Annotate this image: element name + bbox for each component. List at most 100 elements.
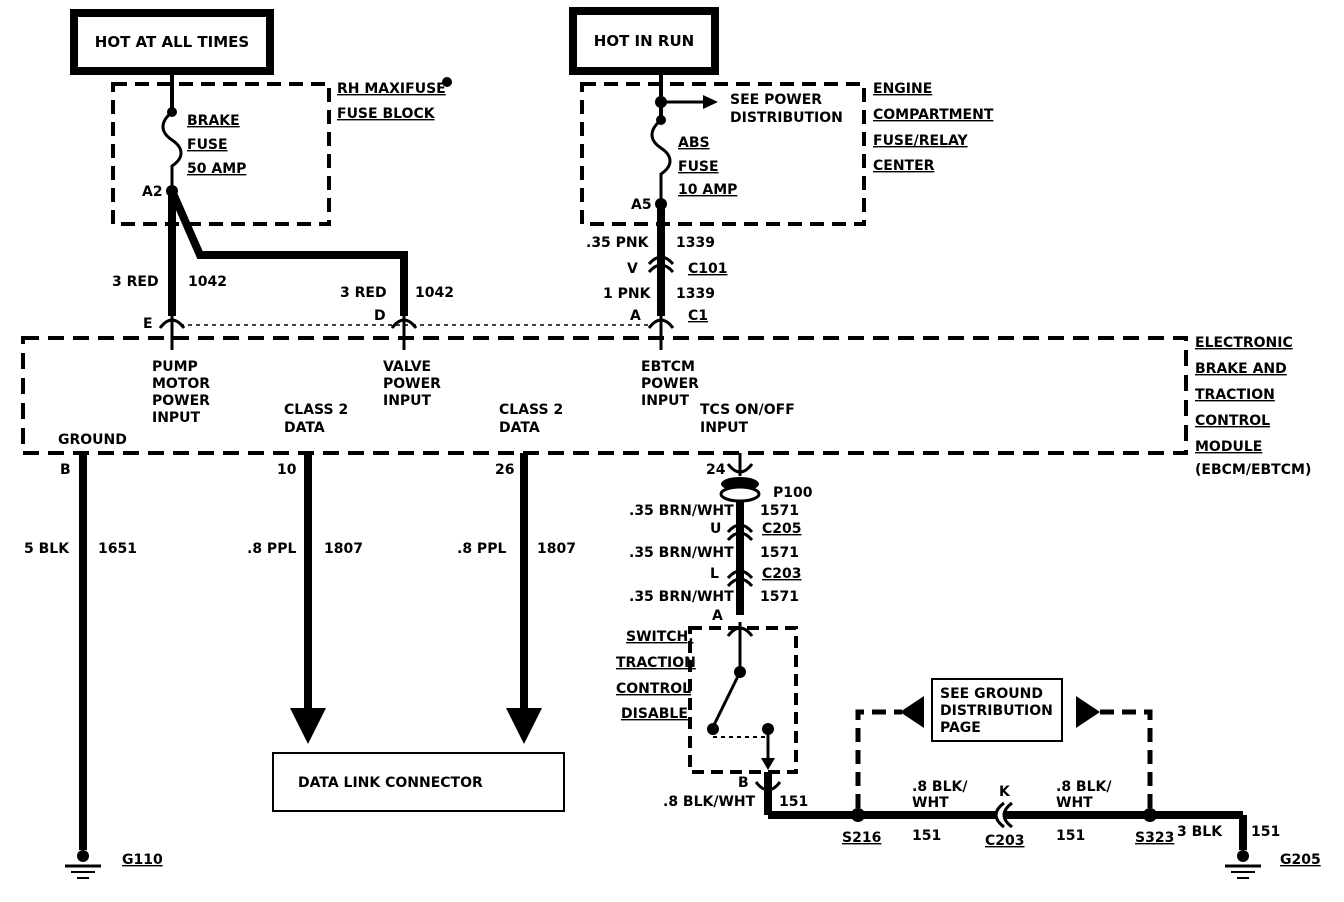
switch-blade [711, 671, 742, 728]
switch-label-2: TRACTION [616, 655, 696, 671]
wire-1571c-circuit: 1571 [760, 589, 799, 605]
arrow-down-icon [506, 708, 542, 744]
valve-label-2: POWER [383, 376, 441, 392]
abs-fuse-label-3: 10 AMP [678, 182, 737, 198]
module-name-1: ELECTRONIC [1195, 335, 1293, 351]
valve-label-1: VALVE [383, 359, 431, 375]
tcs-label-2: INPUT [700, 420, 749, 436]
wire-1651-circuit: 1651 [98, 541, 137, 557]
c203-k-pin-label: K [999, 784, 1011, 800]
ebtcm-label-2: POWER [641, 376, 699, 392]
wire-1042-left-gauge: 3 RED [112, 274, 159, 290]
splice-s216 [851, 808, 865, 822]
hot-in-run-box [569, 7, 719, 75]
pump-label-3: POWER [152, 393, 210, 409]
wire-151c-gauge-1: .8 BLK/ [1056, 779, 1112, 795]
brake-fuse-label-1: BRAKE [187, 113, 240, 129]
wire-151a-gauge: .8 BLK/WHT [663, 794, 756, 810]
ground-dist-label-1: SEE GROUND [940, 686, 1043, 702]
switch-pin-b-label: B [738, 775, 749, 791]
switch-label-3: CONTROL [616, 681, 691, 697]
module-name-6: (EBCM/EBTCM) [1195, 462, 1311, 478]
ground-g110-label: G110 [122, 852, 163, 868]
ground-g205-icon [1225, 850, 1261, 879]
switch-label-4: DISABLE [621, 706, 688, 722]
wire-1339-top-circuit: 1339 [676, 235, 715, 251]
center-label: CENTER [873, 158, 935, 174]
wire-1571a-circuit: 1571 [760, 503, 799, 519]
ground-g110-icon [65, 850, 101, 879]
wire-1571b-circuit: 1571 [760, 545, 799, 561]
wire-151c-circuit: 151 [1056, 828, 1085, 844]
wire-1339-bottom-gauge: 1 PNK [603, 286, 652, 302]
brake-fuse-symbol [161, 110, 183, 190]
pump-label-4: INPUT [152, 410, 201, 426]
ebtcm-label-1: EBTCM [641, 359, 695, 375]
wire-151b-gauge-1: .8 BLK/ [912, 779, 968, 795]
hot-in-run-label: HOT IN RUN [594, 32, 694, 50]
module-name-5: MODULE [1195, 439, 1262, 455]
ebcm-module-box [21, 336, 1188, 455]
wire-1807b-circuit: 1807 [537, 541, 576, 557]
switch-pin-b-connector [754, 772, 782, 815]
engine-fuse-relay-center [580, 82, 866, 226]
wire-1042-left-circuit: 1042 [188, 274, 227, 290]
tcs-label-1: TCS ON/OFF [700, 402, 795, 418]
ground-dist-path-right [1100, 709, 1153, 808]
rh-maxifuse-block [111, 82, 331, 226]
class2b-label-2: DATA [499, 420, 540, 436]
wire-151b-gauge-2: WHT [912, 795, 949, 811]
c203-connector [726, 569, 754, 580]
module-name-4: CONTROL [1195, 413, 1270, 429]
p100-label: P100 [773, 485, 813, 501]
pin-b-label: B [60, 462, 71, 478]
arrow-left-icon [900, 696, 924, 728]
compartment-label: COMPARTMENT [873, 107, 994, 123]
c101-label: C101 [688, 261, 728, 277]
c203-label: C203 [762, 566, 802, 582]
c205-label: C205 [762, 521, 802, 537]
wire-1042-valve [168, 189, 408, 316]
module-name-3: TRACTION [1195, 387, 1275, 403]
wire-151d-gauge: 3 BLK [1177, 824, 1223, 840]
p100-connector-icon [719, 477, 761, 503]
wire-1571a-gauge: .35 BRN/WHT [629, 503, 734, 519]
terminal-a5-label: A5 [631, 197, 652, 213]
pin-d-label: D [374, 308, 386, 324]
module-name-2: BRAKE AND [1195, 361, 1287, 377]
switch-label-1: SWITCH, [626, 629, 694, 645]
wire-1807b-gauge: .8 PPL [457, 541, 506, 557]
ground-dist-label-2: DISTRIBUTION [940, 703, 1053, 719]
c101-connector-top [647, 263, 675, 274]
rh-maxifuse-label: RH MAXIFUSE [337, 81, 446, 97]
pin-24-connector [726, 453, 754, 476]
hot-dot [442, 77, 452, 87]
arrow-down-icon [290, 708, 326, 744]
c203-k-label: C203 [985, 833, 1025, 849]
ground-label: GROUND [58, 432, 127, 448]
wire-1571b-gauge: .35 BRN/WHT [629, 545, 734, 561]
pin-26-label: 26 [495, 462, 514, 478]
arrow-down-icon [761, 758, 775, 770]
ground-dist-path-left [855, 709, 902, 808]
c203-k-connector [994, 801, 1013, 829]
arrow-right-icon [1076, 696, 1100, 728]
wire-1651-gauge: 5 BLK [24, 541, 70, 557]
fuse-block-label: FUSE BLOCK [337, 106, 436, 122]
see-power-label: SEE POWER [730, 92, 822, 108]
abs-fuse-symbol [650, 118, 672, 204]
class2a-label-1: CLASS 2 [284, 402, 348, 418]
pin-d-connector [390, 316, 418, 350]
switch-contact-left [707, 723, 719, 735]
wire-1042-right-gauge: 3 RED [340, 285, 387, 301]
wire-151b-circuit: 151 [912, 828, 941, 844]
wire-1042-right-circuit: 1042 [415, 285, 454, 301]
traction-control-switch-box [688, 626, 798, 774]
wire-1339-bottom-circuit: 1339 [676, 286, 715, 302]
brake-fuse-label-2: FUSE [187, 137, 228, 153]
wire-151c-gauge-2: WHT [1056, 795, 1093, 811]
abs-fuse-label-1: ABS [678, 135, 710, 151]
c205-pin-label: U [710, 521, 721, 537]
ebtcm-label-3: INPUT [641, 393, 690, 409]
abs-fuse-label-2: FUSE [678, 159, 719, 175]
